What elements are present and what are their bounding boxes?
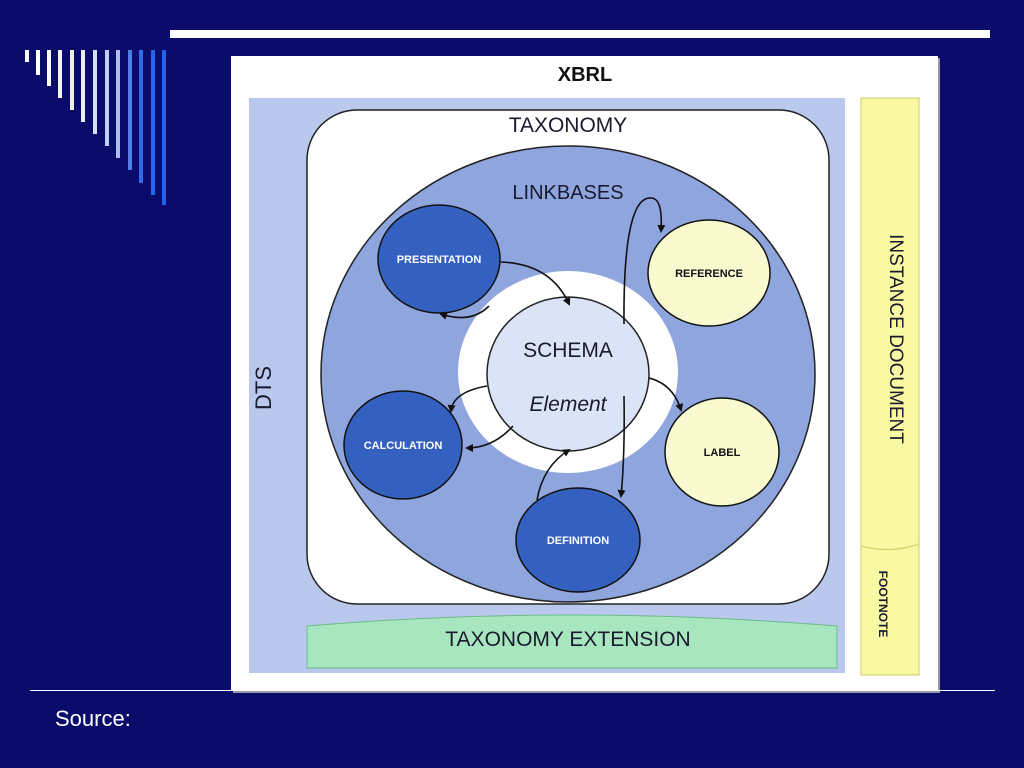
schema-to-label-arrow — [648, 377, 684, 412]
element-label: Element — [529, 393, 607, 416]
top-rule — [170, 30, 990, 38]
definition-node: DEFINITION — [515, 487, 641, 593]
instance-document-strip — [860, 97, 920, 676]
schema-to-reference-arrow — [623, 197, 666, 325]
presentation-to-schema-arrow — [500, 261, 571, 306]
definition-node-label: DEFINITION — [547, 535, 609, 547]
calculation-node-label: CALCULATION — [364, 440, 443, 452]
dts-label: DTS — [251, 366, 276, 410]
footnote-label: FOOTNOTE — [876, 571, 890, 638]
presentation-node: PRESENTATION — [377, 204, 501, 314]
reference-node-label: REFERENCE — [675, 268, 743, 280]
label-node: LABEL — [664, 397, 780, 507]
schema-label: SCHEMA — [523, 339, 613, 362]
schema-to-presentation-arrow — [439, 305, 490, 320]
calculation-to-schema-arrow — [465, 425, 514, 452]
schema-to-definition-arrow — [617, 395, 626, 498]
diagram-title: XBRL — [558, 64, 612, 86]
presentation-node-label: PRESENTATION — [397, 254, 482, 266]
definition-to-schema-arrow — [536, 448, 571, 501]
reference-node: REFERENCE — [647, 219, 771, 327]
bottom-rule — [30, 690, 995, 691]
taxonomy-extension-band — [306, 614, 838, 669]
label-node-label: LABEL — [704, 447, 741, 459]
xbrl-diagram: XBRL DTS TAXONOMY LINKBASES SCHEMA Eleme… — [231, 56, 938, 691]
calculation-node: CALCULATION — [343, 390, 463, 500]
linkbases-label: LINKBASES — [512, 182, 623, 204]
taxonomy-extension-label: TAXONOMY EXTENSION — [445, 628, 690, 651]
instance-document-label: INSTANCE DOCUMENT — [885, 234, 906, 444]
schema-to-calculation-arrow — [447, 385, 488, 413]
taxonomy-label: TAXONOMY — [509, 114, 628, 137]
source-label: Source: — [55, 706, 131, 731]
decorative-bars — [25, 50, 170, 210]
footnote-divider — [860, 543, 920, 551]
